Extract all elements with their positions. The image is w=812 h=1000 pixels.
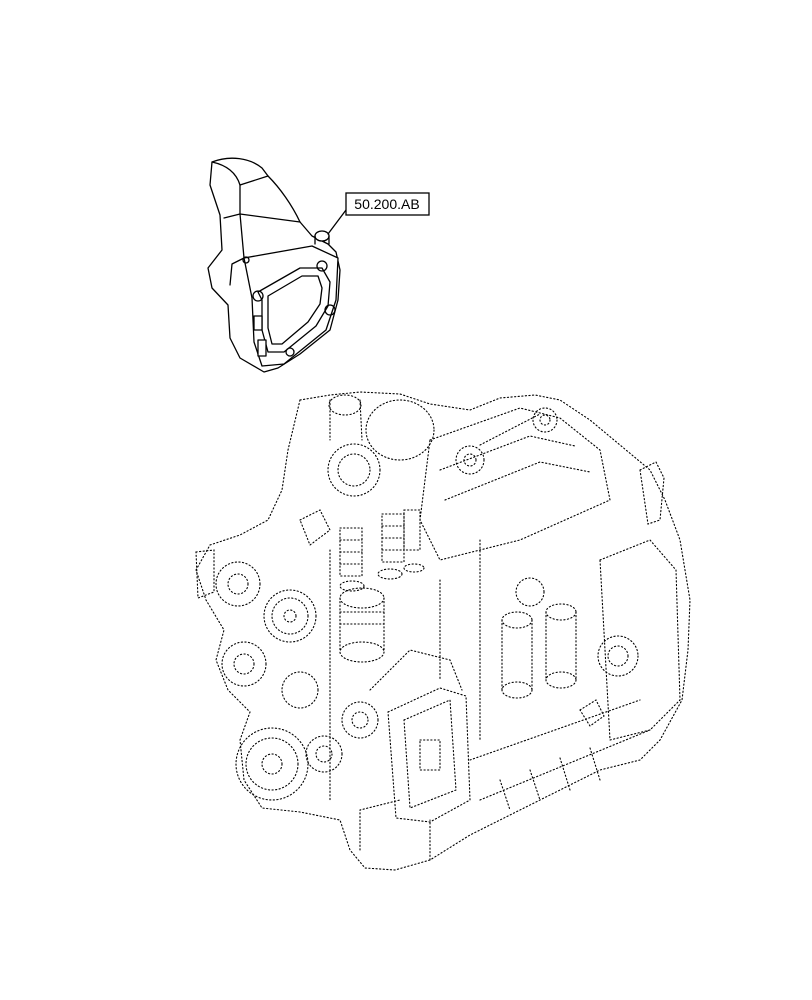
callout-box xyxy=(345,192,430,216)
leader-line xyxy=(327,209,347,235)
callout-label[interactable]: 50.200.AB xyxy=(354,196,419,212)
bracket-part[interactable] xyxy=(207,157,341,373)
callout[interactable]: 50.200.AB xyxy=(327,192,430,235)
engine-assembly xyxy=(195,391,691,871)
